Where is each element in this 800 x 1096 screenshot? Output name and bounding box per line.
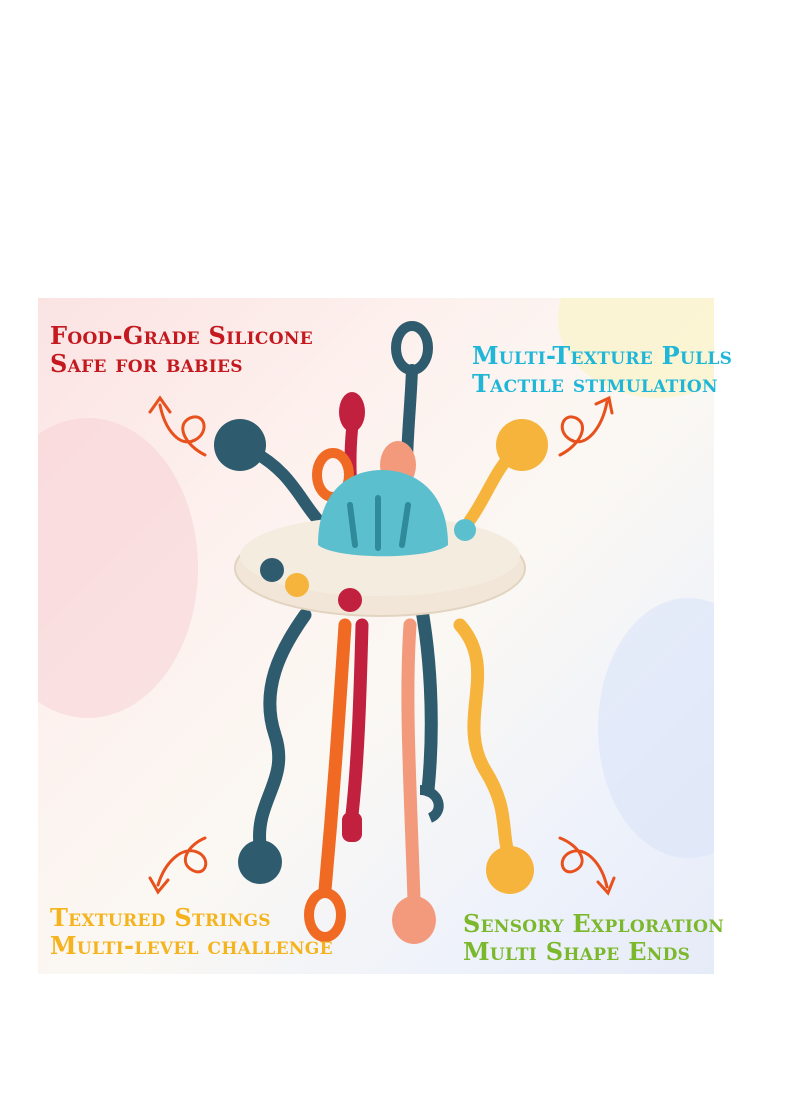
caption-food-grade: Food-Grade Silicone Safe for babies bbox=[50, 322, 313, 378]
orange-bumpy-string bbox=[318, 618, 352, 897]
caption-multi-texture-line1: Multi-Texture Pulls bbox=[472, 341, 733, 370]
teal-wavy-string bbox=[253, 608, 312, 852]
caption-sensory-exploration-line2: Multi Shape Ends bbox=[463, 937, 691, 966]
pop-button-teal bbox=[260, 558, 284, 582]
yellow-wavy-string bbox=[453, 618, 517, 867]
cyan-dome bbox=[318, 470, 448, 557]
dome-slots bbox=[347, 495, 411, 551]
caption-multi-texture-line2: Tactile stimulation bbox=[472, 369, 718, 398]
caption-textured-strings-line2: Multi-level challenge bbox=[50, 931, 333, 960]
caption-multi-texture: Multi-Texture Pulls Tactile stimulation bbox=[472, 342, 732, 398]
pop-button-yellow bbox=[285, 573, 309, 597]
product-image-panel bbox=[38, 298, 714, 974]
caption-sensory-exploration-line1: Sensory Exploration bbox=[463, 909, 725, 938]
swirl-arrow-top-right-icon bbox=[558, 395, 614, 457]
caption-textured-strings: Textured Strings Multi-level challenge bbox=[50, 904, 333, 960]
caption-food-grade-line2: Safe for babies bbox=[50, 349, 243, 378]
caption-sensory-exploration: Sensory Exploration Multi Shape Ends bbox=[463, 910, 724, 966]
caption-food-grade-line1: Food-Grade Silicone bbox=[50, 321, 313, 350]
swirl-arrow-bottom-right-icon bbox=[558, 836, 616, 896]
pop-button-cyan bbox=[454, 519, 476, 541]
salmon-string bbox=[401, 618, 421, 907]
upper-end-pieces bbox=[214, 321, 548, 502]
swirl-arrow-top-left-icon bbox=[148, 395, 207, 457]
red-string bbox=[345, 618, 369, 822]
string-end-pieces bbox=[238, 785, 534, 944]
teal-string-right bbox=[413, 593, 438, 797]
swirl-arrow-bottom-left-icon bbox=[148, 836, 208, 895]
pop-button-red bbox=[338, 588, 362, 612]
caption-textured-strings-line1: Textured Strings bbox=[50, 903, 271, 932]
